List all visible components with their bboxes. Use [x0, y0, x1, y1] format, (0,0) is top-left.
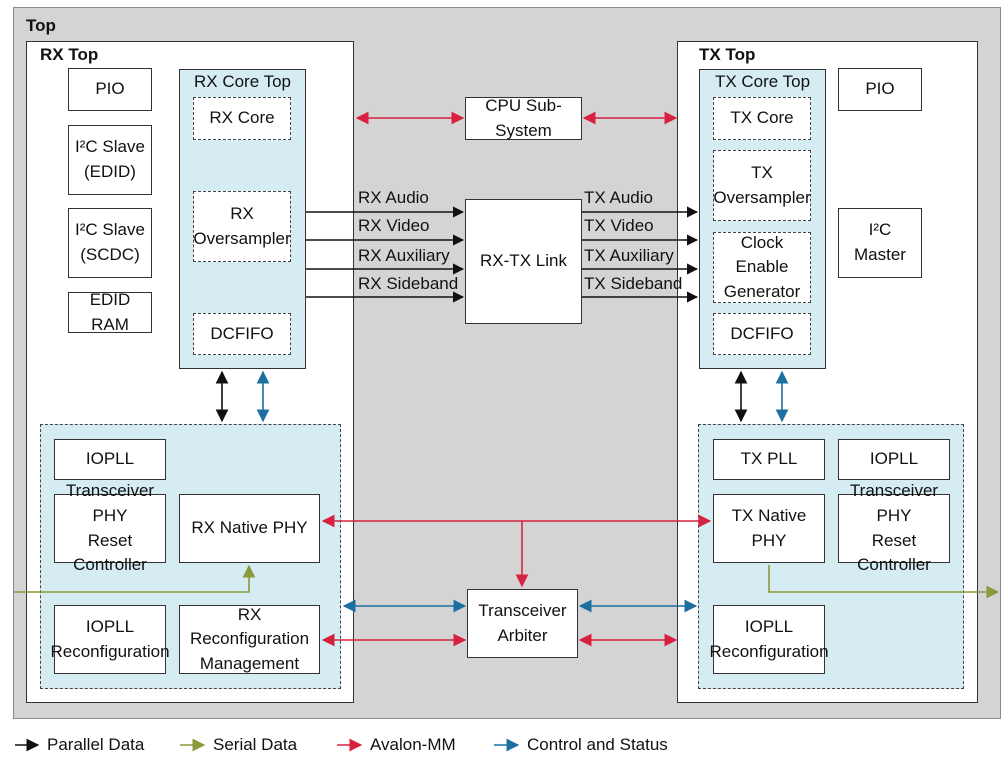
cpu-sub-system: CPU Sub-System: [465, 96, 582, 140]
tx-native-phy: TX Native PHY: [713, 494, 825, 563]
rx-video-label: RX Video: [358, 216, 430, 235]
legend-serial-data: Serial Data: [213, 735, 298, 754]
rx-tx-link: RX-TX Link: [465, 199, 582, 324]
tx-core-top-title: TX Core Top: [714, 72, 811, 91]
tx-audio-label: TX Audio: [584, 188, 653, 207]
rx-reconfiguration-management: RX Reconfiguration Management: [179, 605, 320, 674]
rx-i2c-slave-scdc: I²C Slave (SCDC): [68, 208, 152, 278]
rx-native-phy: RX Native PHY: [179, 494, 320, 563]
rx-i2c-slave-scdc-line2: (SCDC): [80, 245, 140, 264]
rx-oversampler: RX Oversampler: [193, 191, 291, 262]
rx-core-top-title: RX Core Top: [193, 72, 291, 91]
tx-pll: TX PLL: [713, 439, 825, 480]
tx-top-title: TX Top: [699, 45, 756, 64]
tx-oversampler-line2: Oversampler: [713, 187, 811, 207]
arbiter-line2: Arbiter: [497, 625, 548, 645]
tx-pio: PIO: [838, 68, 922, 111]
rx-reset-controller-line2: Reset Controller: [73, 530, 147, 575]
tx-serial-output: [768, 565, 1000, 599]
rx-reset-controller-line1: Transceiver PHY: [65, 481, 155, 525]
legend-avalon-mm: Avalon-MM: [370, 735, 456, 754]
tx-iopll-reconfig-line1: IOPLL: [744, 616, 794, 636]
rx-i2c-slave-scdc-line1: I²C Slave: [75, 220, 145, 240]
tx-dcfifo: DCFIFO: [713, 313, 811, 355]
rx-reconfig-mgmt-line1: RX Reconfiguration: [189, 604, 310, 649]
tx-i2c-master-line2: Master: [854, 245, 906, 264]
rx-audio-label: RX Audio: [358, 188, 429, 207]
rx-serial-input: [14, 564, 256, 593]
rx-iopll: IOPLL: [54, 439, 166, 480]
tx-i2c-master: I²C Master: [838, 208, 922, 278]
tx-oversampler: TX Oversampler: [713, 150, 811, 221]
tx-oversampler-line1: TX: [751, 162, 773, 182]
rx-i2c-slave-edid-line2: (EDID): [84, 162, 136, 181]
tx-transceiver-phy-reset-controller: Transceiver PHY Reset Controller: [838, 481, 950, 574]
top-label: Top: [26, 16, 56, 35]
rx-auxiliary-label: RX Auxiliary: [358, 246, 450, 265]
rx-transceiver-phy-reset-controller: Transceiver PHY Reset Controller: [54, 481, 166, 574]
arbiter-line1: Transceiver: [478, 600, 567, 620]
tx-reset-controller-line1: Transceiver PHY: [849, 481, 939, 525]
rx-iopll-reconfiguration: IOPLL Reconfiguration: [50, 605, 170, 674]
rx-oversampler-line2: Oversampler: [193, 228, 291, 248]
rx-i2c-slave-edid-line1: I²C Slave: [75, 137, 145, 157]
tx-clock-enable-generator: Clock Enable Generator: [713, 232, 811, 303]
rx-i2c-slave-edid: I²C Slave (EDID): [68, 125, 152, 195]
tx-clock-enable-line1: Clock Enable: [735, 232, 789, 277]
tx-i2c-master-line1: I²C: [868, 220, 892, 240]
tx-auxiliary-label: TX Auxiliary: [584, 246, 674, 265]
transceiver-arbiter: Transceiver Arbiter: [467, 589, 578, 658]
rx-iopll-reconfig-line1: IOPLL: [85, 616, 135, 636]
rx-pio: PIO: [68, 68, 152, 111]
tx-video-label: TX Video: [584, 216, 654, 235]
rx-sideband-label: RX Sideband: [358, 274, 459, 293]
tx-clock-enable-line2: Generator: [723, 281, 801, 301]
rx-dcfifo: DCFIFO: [193, 313, 291, 355]
rx-core: RX Core: [193, 97, 291, 140]
tx-iopll-reconfig-line2: Reconfiguration: [709, 641, 829, 661]
tx-sideband-label: TX Sideband: [584, 274, 683, 293]
rx-iopll-reconfig-line2: Reconfiguration: [50, 641, 170, 661]
rx-top-title: RX Top: [40, 45, 99, 64]
legend-control-status: Control and Status: [527, 735, 668, 754]
tx-iopll-reconfiguration: IOPLL Reconfiguration: [709, 605, 829, 674]
rx-reconfig-mgmt-line2: Management: [199, 653, 300, 673]
tx-iopll: IOPLL: [838, 439, 950, 480]
legend-parallel-data: Parallel Data: [47, 735, 145, 754]
tx-reset-controller-line2: Reset Controller: [857, 530, 931, 575]
rx-edid-ram: EDID RAM: [68, 290, 152, 334]
rx-oversampler-line1: RX: [230, 203, 254, 223]
tx-core: TX Core: [713, 97, 811, 140]
